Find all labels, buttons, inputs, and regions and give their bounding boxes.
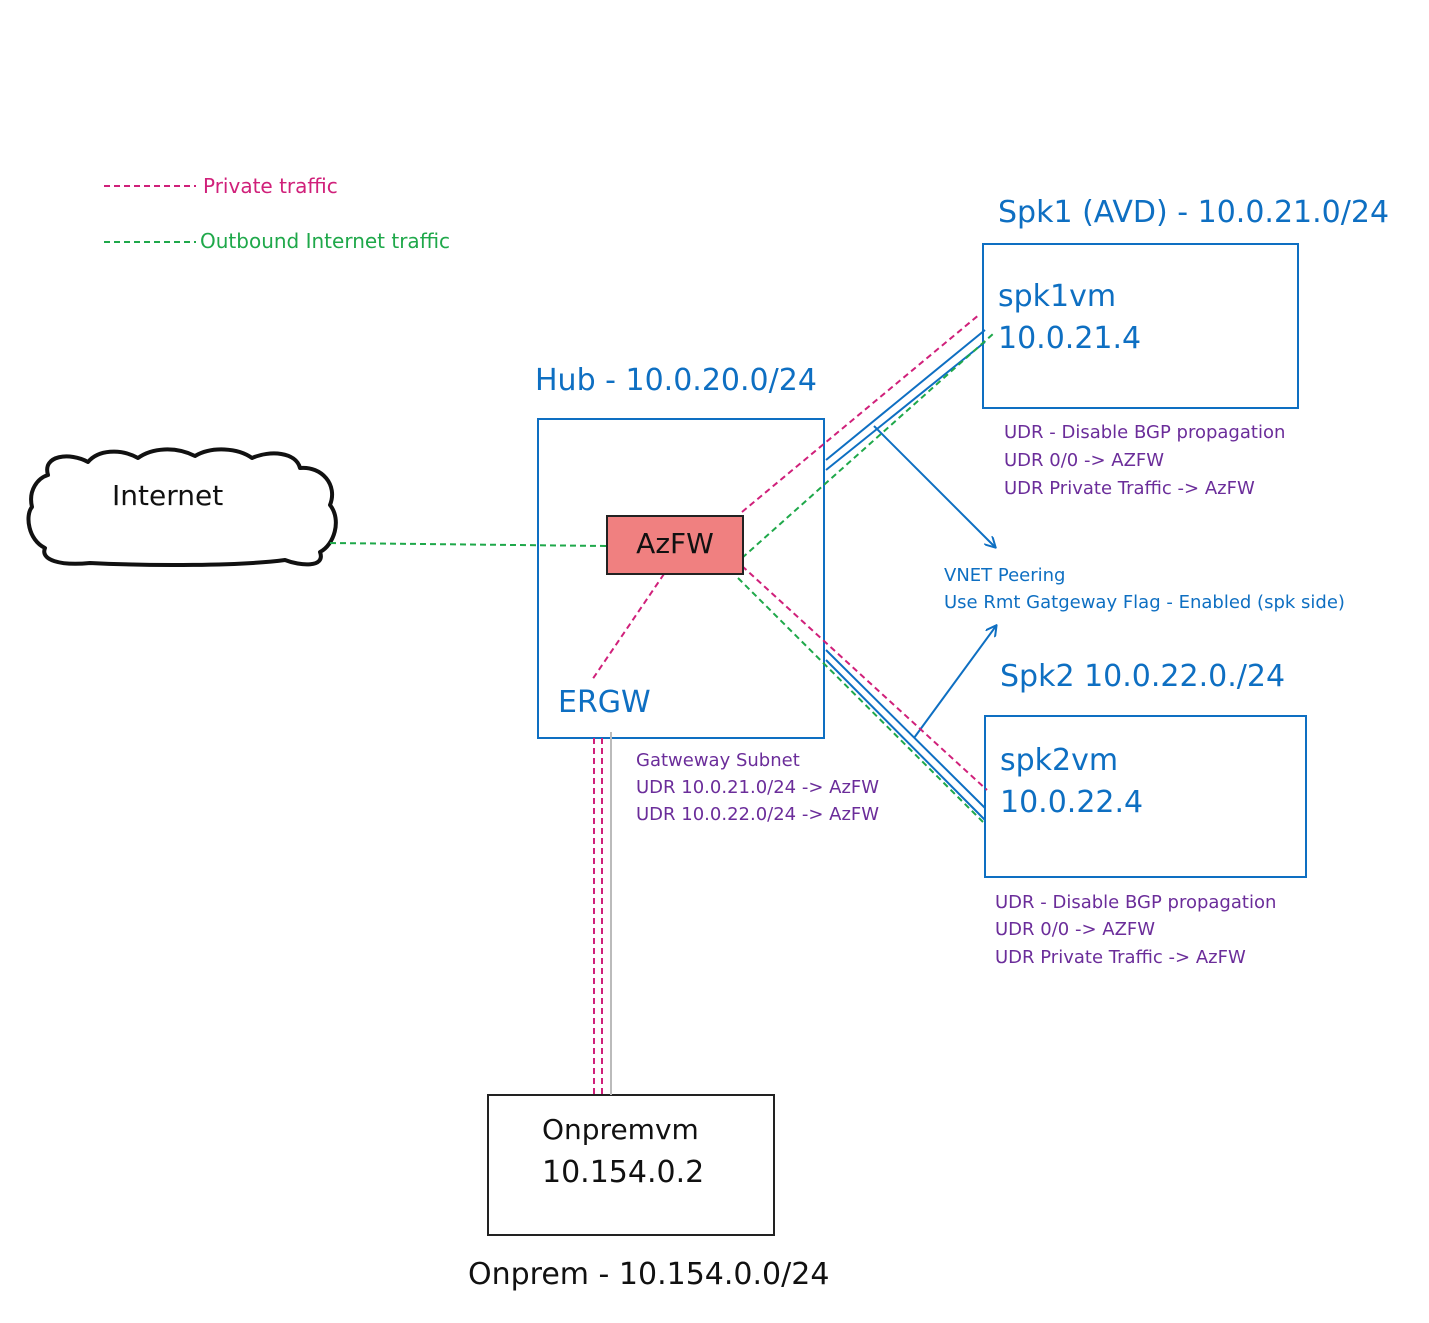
internet-label: Internet bbox=[112, 479, 224, 512]
spk2-note-3: UDR Private Traffic -> AzFW bbox=[995, 947, 1246, 968]
internet-traffic-line bbox=[329, 542, 608, 547]
hub-note-2: UDR 10.0.21.0/24 -> AzFW bbox=[636, 777, 880, 798]
spk1-vm-name: spk1vm bbox=[998, 279, 1117, 314]
peering-label-2: Use Rmt Gatgeway Flag - Enabled (spk sid… bbox=[944, 592, 1345, 613]
spk2-note-2: UDR 0/0 -> AZFW bbox=[995, 919, 1156, 940]
spk2-internet-traffic-line bbox=[737, 577, 984, 823]
spk1-vnet-box bbox=[982, 243, 1299, 409]
onprem-vm-ip: 10.154.0.2 bbox=[542, 1155, 705, 1190]
spk1-vm-ip: 10.0.21.4 bbox=[998, 321, 1142, 356]
hub-note-3: UDR 10.0.22.0/24 -> AzFW bbox=[636, 804, 880, 825]
spk2-note-1: UDR - Disable BGP propagation bbox=[995, 892, 1277, 913]
spk1-note-2: UDR 0/0 -> AZFW bbox=[1004, 450, 1165, 471]
internet-cloud-icon bbox=[26, 447, 338, 567]
peering-line-spk2-a bbox=[825, 649, 986, 809]
peering-line-spk2-b bbox=[825, 659, 986, 821]
ergw-label: ERGW bbox=[558, 685, 651, 720]
spk2-vm-ip: 10.0.22.4 bbox=[1000, 785, 1144, 820]
spk1-note-1: UDR - Disable BGP propagation bbox=[1004, 422, 1286, 443]
hub-title: Hub - 10.0.20.0/24 bbox=[535, 363, 817, 398]
azfw-label: AzFW bbox=[636, 527, 714, 560]
peering-arrow-top bbox=[873, 425, 995, 547]
peering-line-spk1-b bbox=[825, 341, 986, 471]
peering-line-spk1-a bbox=[825, 329, 986, 461]
spk1-title: Spk1 (AVD) - 10.0.21.0/24 bbox=[998, 195, 1390, 230]
hub-vnet-box bbox=[537, 418, 825, 739]
peering-arrow-bottom bbox=[913, 626, 996, 739]
legend-private-label: Private traffic bbox=[203, 174, 338, 198]
spk2-title: Spk2 10.0.22.0./24 bbox=[1000, 659, 1286, 694]
legend-internet-label: Outbound Internet traffic bbox=[200, 229, 451, 253]
onprem-box bbox=[487, 1094, 775, 1236]
onprem-title: Onprem - 10.154.0.0/24 bbox=[468, 1257, 830, 1292]
spk1-internet-traffic-line bbox=[741, 333, 994, 559]
onprem-vm-name: Onpremvm bbox=[542, 1113, 699, 1146]
spk2-private-traffic-line bbox=[741, 565, 988, 791]
spk1-private-traffic-line bbox=[741, 313, 981, 513]
spk2-vm-name: spk2vm bbox=[1000, 743, 1119, 778]
spk1-note-3: UDR Private Traffic -> AzFW bbox=[1004, 478, 1255, 499]
peering-label-1: VNET Peering bbox=[944, 565, 1066, 586]
hub-note-1: Gatweway Subnet bbox=[636, 750, 800, 771]
spk2-vnet-box bbox=[984, 715, 1307, 878]
ergw-private-traffic-line bbox=[591, 573, 665, 681]
azfw-box bbox=[606, 515, 744, 575]
